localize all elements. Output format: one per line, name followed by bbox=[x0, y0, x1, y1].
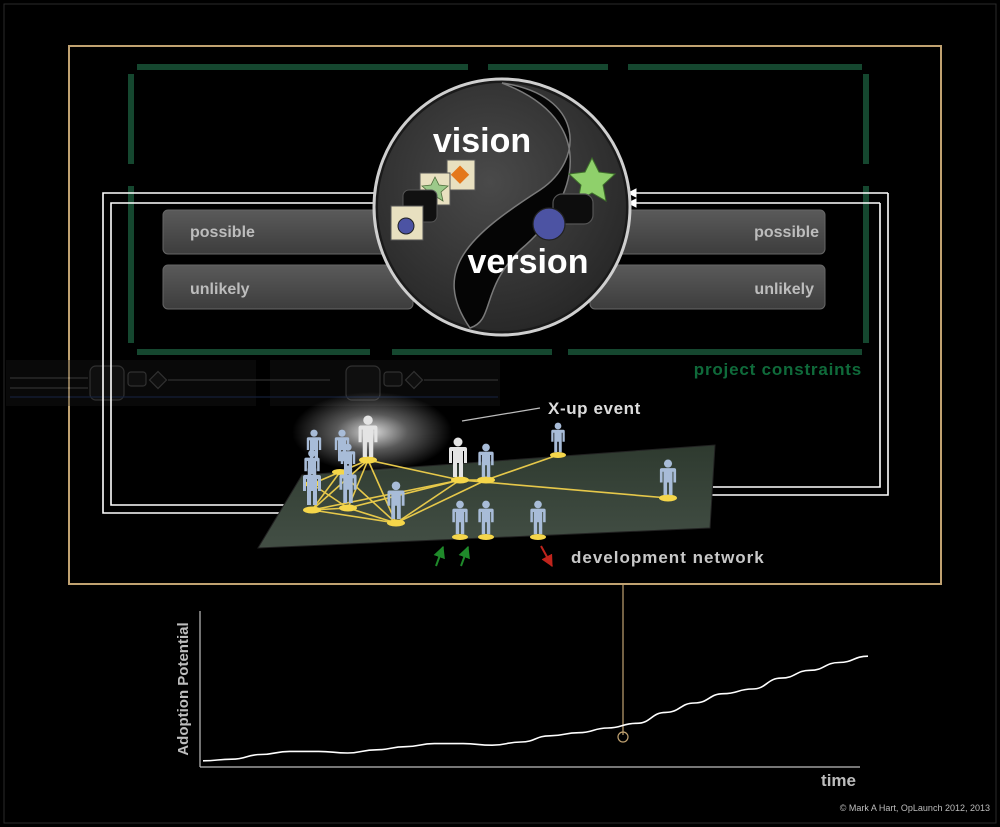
version-label: version bbox=[468, 243, 589, 281]
adoption-curve bbox=[202, 655, 869, 762]
network-nodes bbox=[303, 452, 677, 540]
outgoing-arrow bbox=[540, 545, 553, 568]
main-frame bbox=[68, 45, 942, 585]
assembled-shapes bbox=[532, 156, 617, 241]
right-bars: possible unlikely bbox=[589, 209, 826, 310]
process-chain-ghost bbox=[6, 360, 500, 406]
concept-cards bbox=[390, 159, 476, 241]
development-network-label: development network bbox=[571, 548, 765, 567]
unlikely-label-right: unlikely bbox=[754, 281, 814, 298]
project-constraints-frame bbox=[128, 64, 869, 355]
x-up-event-label: X-up event bbox=[548, 399, 641, 418]
possible-label-left: possible bbox=[190, 224, 255, 241]
x-axis-label: time bbox=[821, 771, 856, 790]
unlikely-label-left: unlikely bbox=[190, 281, 250, 298]
page-border bbox=[3, 3, 997, 824]
project-constraints-label: project constraints bbox=[694, 360, 862, 379]
time-marker-circle bbox=[617, 731, 629, 743]
adoption-chart: Adoption Potential time bbox=[175, 611, 869, 790]
possible-label-right: possible bbox=[754, 224, 819, 241]
development-network bbox=[257, 392, 716, 568]
incoming-arrow-2 bbox=[458, 545, 470, 567]
vision-label: vision bbox=[433, 122, 531, 160]
copyright-text: © Mark A Hart, OpLaunch 2012, 2013 bbox=[840, 803, 990, 813]
feedback-loops bbox=[102, 188, 889, 518]
x-up-pointer bbox=[461, 407, 541, 422]
incoming-arrow-1 bbox=[433, 545, 445, 567]
y-axis-label: Adoption Potential bbox=[175, 622, 192, 755]
left-bars: possible unlikely bbox=[162, 209, 414, 310]
vision-version-circle: vision version bbox=[372, 77, 632, 337]
